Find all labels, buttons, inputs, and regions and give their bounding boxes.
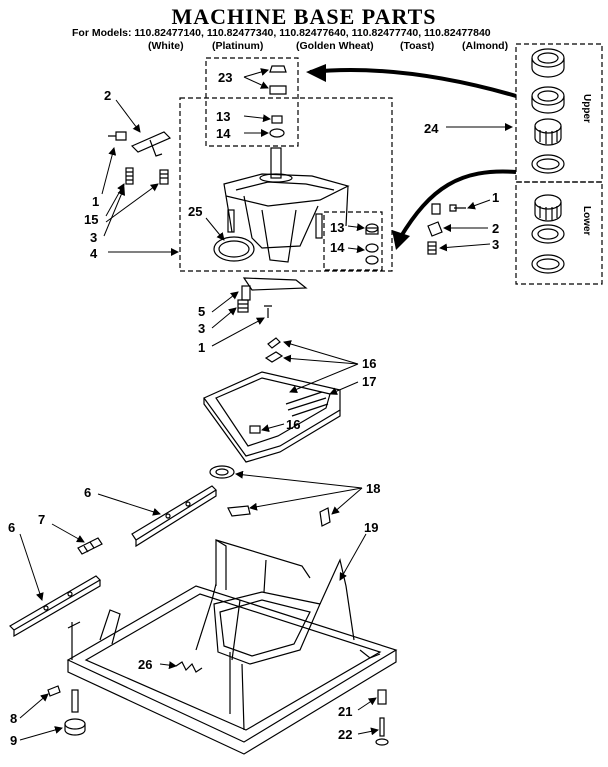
callout-23: 23 <box>218 70 232 85</box>
callout-3-left: 3 <box>90 230 97 245</box>
color-golden-wheat: (Golden Wheat) <box>296 40 374 52</box>
label-upper: Upper <box>581 94 592 123</box>
rail-6-left <box>9 575 101 638</box>
callout-3-right: 3 <box>492 237 499 252</box>
foot-8-9 <box>47 685 86 736</box>
transmission-group-box <box>179 97 393 272</box>
callout-16-bottom: 16 <box>286 417 300 432</box>
leader-lines <box>19 68 513 741</box>
ring-25 <box>213 236 255 262</box>
callout-18: 18 <box>366 481 380 496</box>
lower-arm-parts <box>237 277 308 318</box>
upper-bearing-parts <box>269 65 287 138</box>
callout-9: 9 <box>10 733 17 748</box>
callout-2-left: 2 <box>104 88 111 103</box>
right-bracket-parts <box>427 203 466 255</box>
color-white: (White) <box>148 40 184 52</box>
callout-26: 26 <box>138 657 152 672</box>
callout-6-left: 6 <box>8 520 15 535</box>
callout-7: 7 <box>38 512 45 527</box>
color-toast: (Toast) <box>400 40 435 52</box>
upper-kit-parts <box>531 48 565 174</box>
color-platinum: (Platinum) <box>212 40 264 52</box>
callout-2-right: 2 <box>492 221 499 236</box>
callout-3-mid: 3 <box>198 321 205 336</box>
lower-kit-arrow <box>398 169 517 240</box>
upper-kit-arrow <box>309 68 517 98</box>
callout-24: 24 <box>424 121 439 136</box>
callout-14-lower: 14 <box>330 240 345 255</box>
color-almond: (Almond) <box>462 40 509 52</box>
callout-13-lower: 13 <box>330 220 344 235</box>
callout-15: 15 <box>84 212 98 227</box>
callout-8: 8 <box>10 711 17 726</box>
spring-7 <box>77 537 103 555</box>
left-bracket-parts <box>108 131 172 185</box>
callout-1-left: 1 <box>92 194 99 209</box>
callout-5: 5 <box>198 304 205 319</box>
lower-kit-parts <box>531 194 565 274</box>
callout-14-upper: 14 <box>216 126 231 141</box>
lower-kit-box <box>515 181 603 285</box>
callout-1-right: 1 <box>492 190 499 205</box>
callout-19: 19 <box>364 520 378 535</box>
callout-17: 17 <box>362 374 376 389</box>
leveling-parts-18 <box>209 465 331 527</box>
spring-26 <box>175 661 203 673</box>
callout-22: 22 <box>338 727 352 742</box>
callout-21: 21 <box>338 704 352 719</box>
label-lower: Lower <box>581 206 592 236</box>
base-frame-19 <box>66 538 398 755</box>
pan-17 <box>203 371 341 463</box>
callout-1-mid: 1 <box>198 340 205 355</box>
page-title: MACHINE BASE PARTS <box>171 4 437 29</box>
transmission-assembly <box>223 147 350 263</box>
callout-4: 4 <box>90 246 98 261</box>
lower-bearing-box <box>323 211 383 271</box>
lower-bearing-parts <box>365 223 379 265</box>
callout-25: 25 <box>188 204 202 219</box>
callout-16-top: 16 <box>362 356 376 371</box>
callout-6-top: 6 <box>84 485 91 500</box>
models-line: For Models: 110.82477140, 110.82477340, … <box>72 27 491 39</box>
upper-bearing-box <box>205 57 299 147</box>
foot-21-22 <box>375 689 389 746</box>
rail-6-top <box>131 485 217 548</box>
callout-13-upper: 13 <box>216 109 230 124</box>
clip-parts-16 <box>249 337 284 434</box>
